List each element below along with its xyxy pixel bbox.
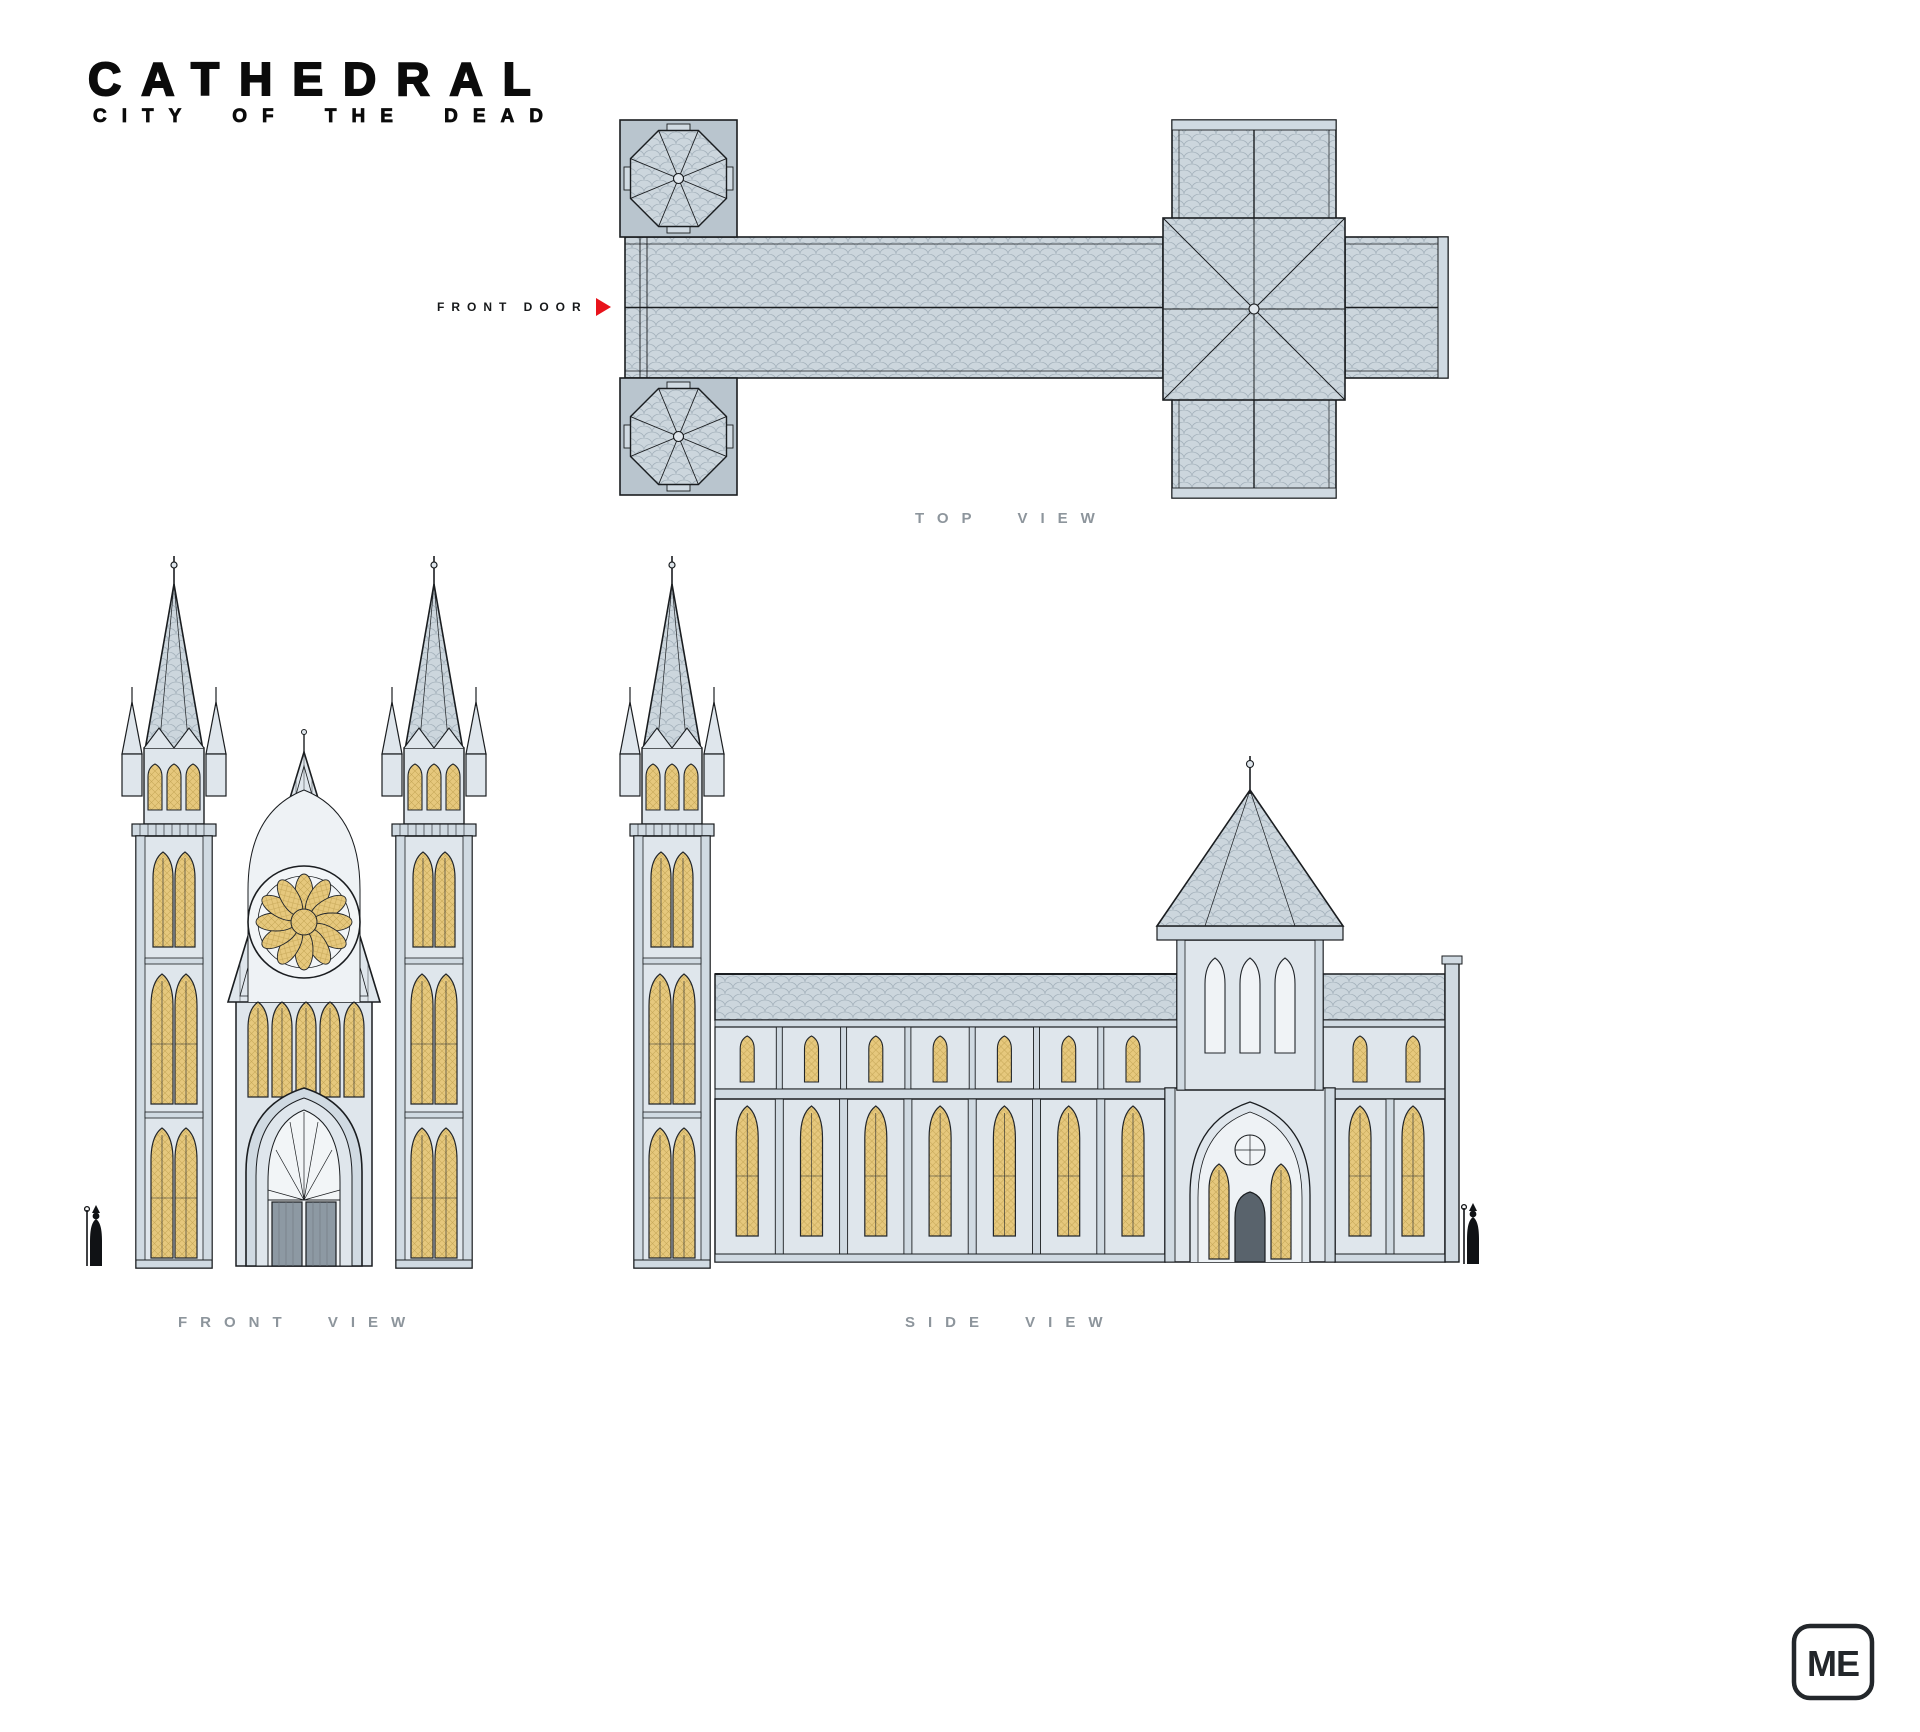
page-title: CATHEDRAL <box>87 52 551 106</box>
side-tower <box>620 556 724 1268</box>
choir-elevation <box>1322 955 1463 1263</box>
side-door <box>1234 1191 1266 1263</box>
central-facade <box>226 729 382 1267</box>
front-door-annotation: FRONT DOOR <box>437 298 611 316</box>
front-door-label: FRONT DOOR <box>437 300 588 314</box>
front-doors <box>271 1201 337 1267</box>
crossing-tower <box>1155 756 1345 1263</box>
logo-frame <box>1791 1623 1875 1701</box>
front-right-tower <box>382 556 486 1268</box>
rose-window <box>247 865 361 979</box>
east-end-pier <box>1444 961 1460 1263</box>
nave-elevation <box>714 973 1178 1263</box>
south-tower-plan <box>619 377 738 496</box>
top-view-drawing <box>619 119 1449 499</box>
top-view-label: TOP VIEW <box>915 510 1108 527</box>
clergy-figure-left <box>83 1204 103 1267</box>
choir-roof-plan <box>1344 236 1449 379</box>
facade-lancet-screen <box>247 1001 365 1098</box>
front-view-label: FRONT VIEW <box>178 1314 419 1331</box>
crossing-roof-plan <box>1162 217 1346 401</box>
nave-roof-plan <box>624 236 1164 379</box>
crossing-spire <box>1155 788 1345 927</box>
front-left-tower <box>122 556 226 1268</box>
logo-monogram: ME <box>1807 1643 1859 1684</box>
studio-logo: ME <box>1791 1623 1875 1701</box>
front-door-arrow-icon <box>595 298 611 316</box>
page-subtitle: CITY OF THE DEAD <box>93 106 558 128</box>
north-tower-plan <box>619 119 738 238</box>
front-view-drawing <box>83 550 510 1275</box>
clergy-figure-right <box>1460 1202 1480 1265</box>
main-portal <box>245 1087 363 1267</box>
side-view-drawing <box>605 550 1480 1275</box>
side-view-label: SIDE VIEW <box>905 1314 1116 1331</box>
